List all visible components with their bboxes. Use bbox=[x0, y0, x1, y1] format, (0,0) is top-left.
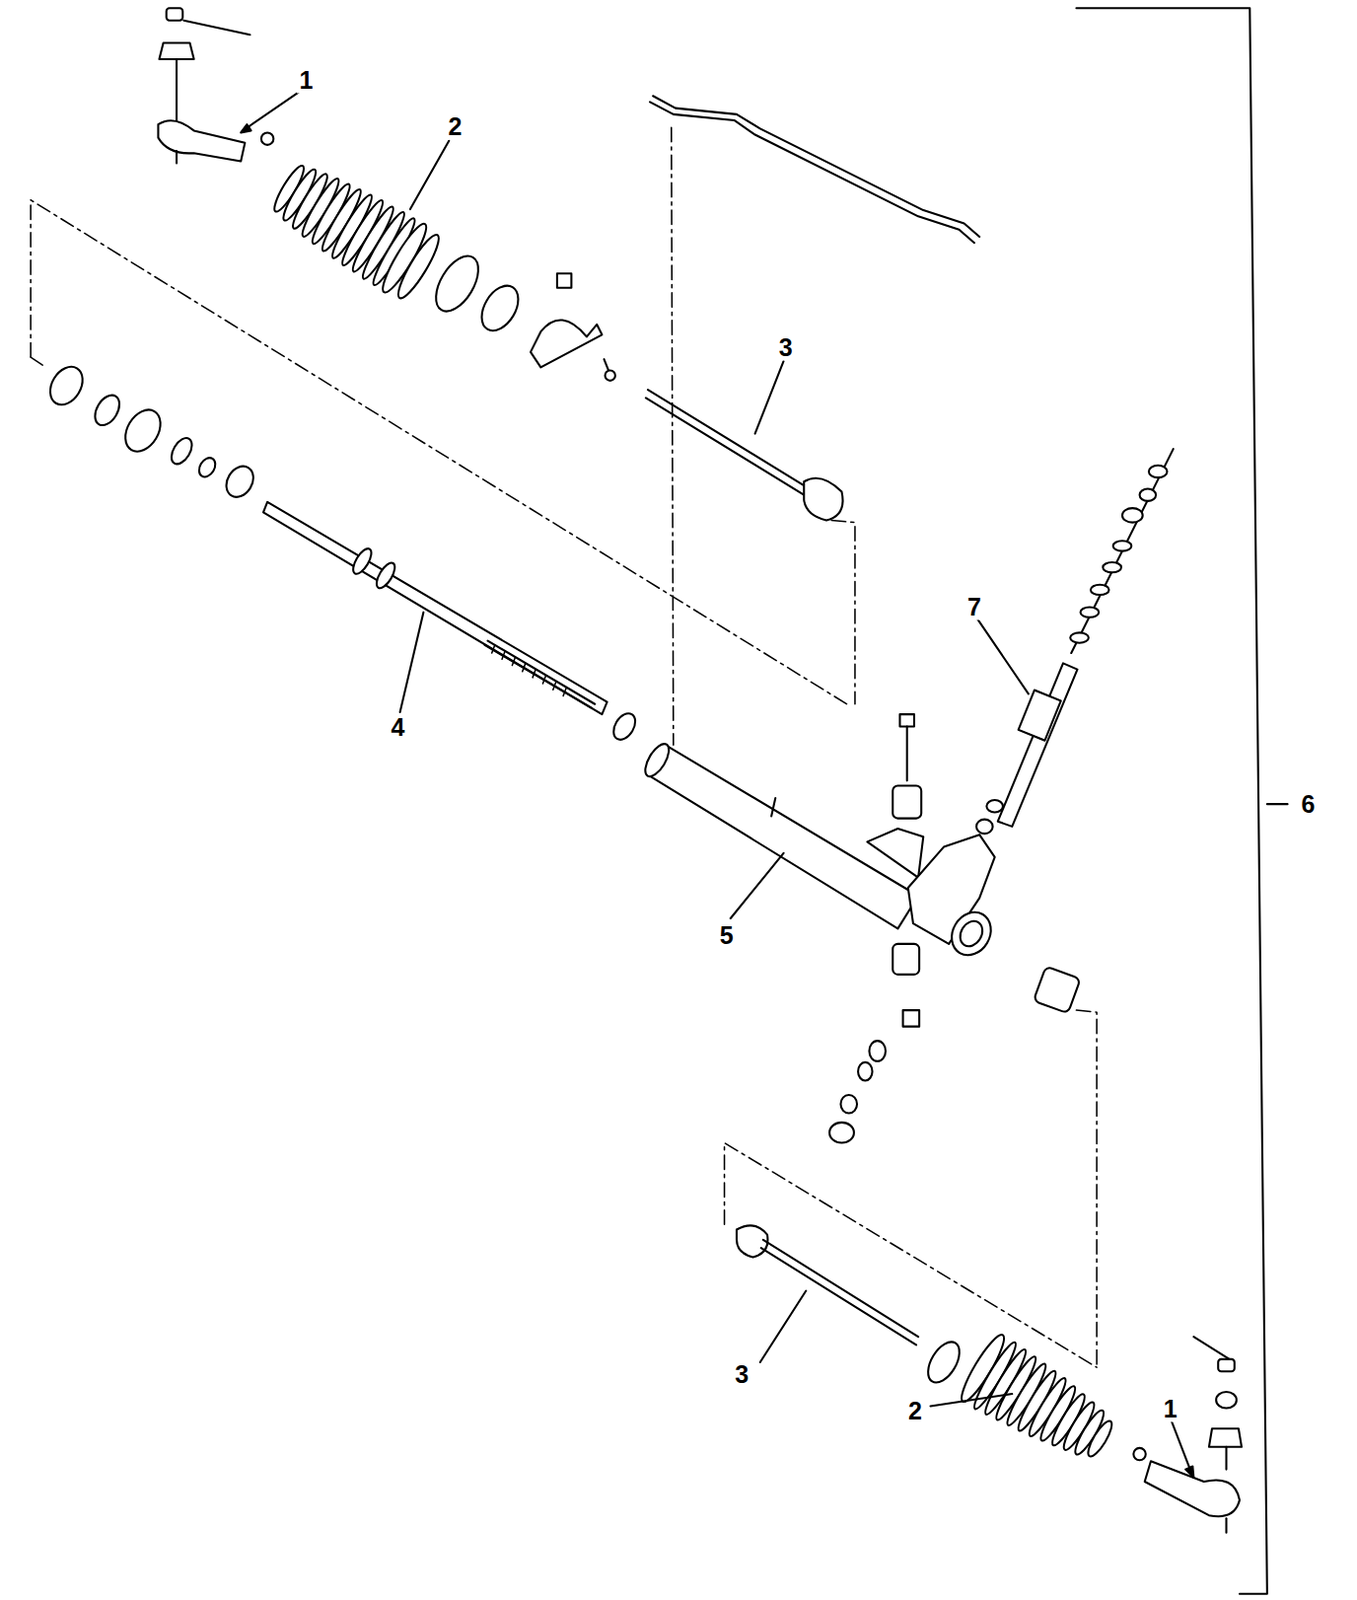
callout-number: 2 bbox=[445, 113, 464, 141]
callout-number: 4 bbox=[389, 713, 408, 740]
callout-number: 3 bbox=[777, 333, 795, 360]
callout-number: 2 bbox=[906, 1396, 925, 1424]
callout-number: 5 bbox=[717, 921, 736, 948]
callout-number: 3 bbox=[732, 1359, 751, 1387]
callout-number: 6 bbox=[1298, 790, 1317, 818]
callout-number: 1 bbox=[1161, 1394, 1180, 1422]
callout-number: 1 bbox=[296, 66, 315, 93]
callout-number: 7 bbox=[965, 592, 984, 620]
